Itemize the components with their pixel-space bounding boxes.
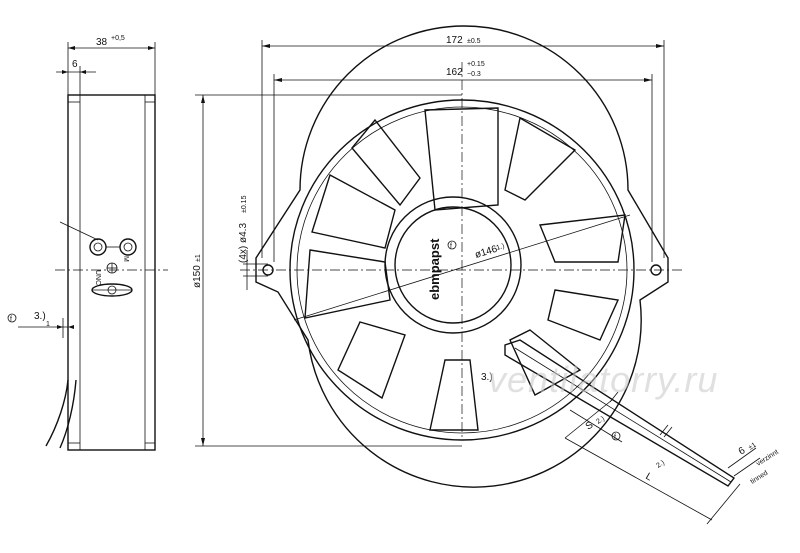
strip-length-note: 2.) [595,415,606,425]
hub-outer [384,196,522,334]
hub-diameter-note: 1.) [496,243,506,252]
tinned-tolerance: ±1 [747,442,757,452]
fan-blades [304,107,626,431]
lead-note: 3.) [481,372,493,383]
tinned-length: 6 [737,445,748,458]
side-offset-note: 3.) [34,311,46,322]
f-symbol-lead [611,431,621,441]
lead-wires [504,339,736,487]
lead-length-label: L [644,471,655,484]
hole-callout-tol: ±0.15 [241,195,248,213]
strip-length-label: S [584,420,596,433]
f-symbol-hub [447,240,457,250]
side-connector [59,221,137,297]
brand-label: ebmpapst [427,238,442,300]
height-value: ø150 [192,265,203,288]
side-offset-small: 1 [46,321,50,328]
side-view: 38 +0,5 6 UNC M [7,35,168,451]
side-width-value: 38 [96,37,108,48]
lead-length-note: 2.) [655,459,666,469]
label-m: M [122,256,129,262]
housing-outline [255,25,669,488]
side-body-outline [67,94,156,451]
side-inset-value: 6 [72,59,78,70]
hub-inner [394,206,512,324]
height-tolerance: ±1 [195,254,202,262]
side-width-tolerance: +0,5 [111,35,125,42]
hole-spacing-tol-lower: −0.3 [467,71,481,78]
svg-text:f: f [614,434,616,441]
overall-width-value: 172 [446,35,463,46]
hole-spacing-tol-upper: +0.15 [467,61,485,68]
tinned-label-en: tinned [749,470,769,486]
hole-callout: (4x) ø4.3 [238,223,249,263]
svg-text:f: f [10,316,12,323]
overall-width-tolerance: ±0.5 [467,38,481,45]
watermark: ventilatorry.ru [488,359,718,400]
svg-text:f: f [450,243,452,250]
side-lead-cable [45,379,69,447]
f-symbol-left [7,313,17,323]
label-unc: UNC [94,270,101,285]
front-view: f ebmpapst ø146 1.) 172 ±0.5 162 +0.15 −… [192,25,780,525]
hole-spacing-value: 162 [446,67,463,78]
lead-length-dim [564,437,713,521]
